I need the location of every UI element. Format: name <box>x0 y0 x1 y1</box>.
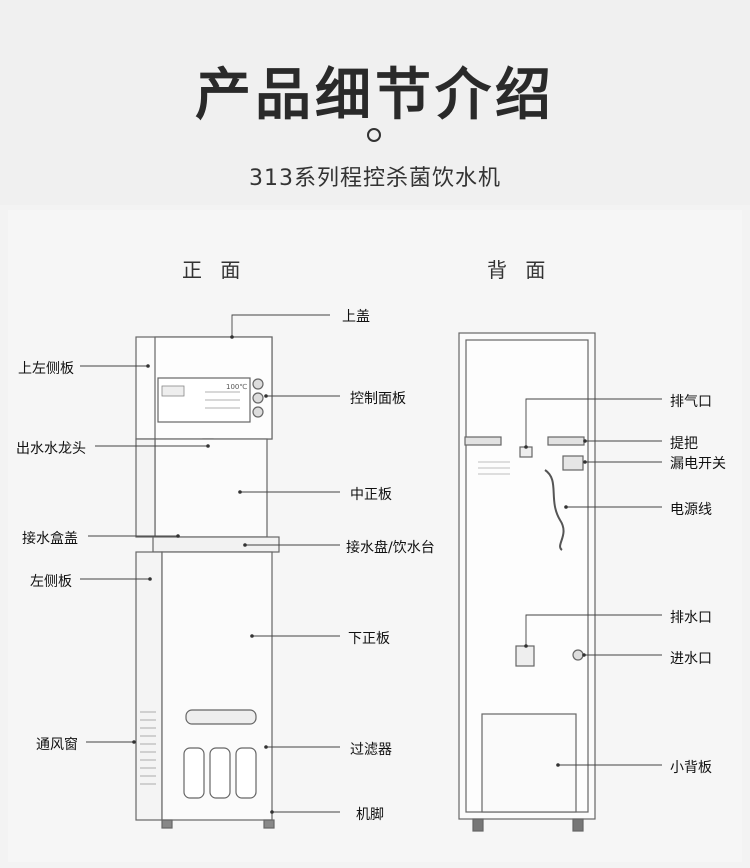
label-inlet: 进水口 <box>670 651 712 667</box>
label-drain: 排水口 <box>670 610 712 626</box>
label-exhaust: 排气口 <box>670 394 712 410</box>
control-knob-3 <box>252 406 264 418</box>
label-left-side: 左侧板 <box>30 574 72 590</box>
display-temperature: 100℃ <box>226 383 247 391</box>
label-lower-front: 下正板 <box>348 631 390 647</box>
brand-logo <box>161 385 185 397</box>
back-leader-lines <box>525 398 662 766</box>
label-vent: 通风窗 <box>36 737 78 753</box>
front-leader-dots <box>132 335 274 814</box>
label-leakage-switch: 漏电开关 <box>670 456 726 472</box>
back-leader-dots <box>524 439 587 767</box>
label-feet: 机脚 <box>356 807 384 823</box>
drip-tray-shape <box>152 536 280 553</box>
label-top-cover: 上盖 <box>342 309 370 325</box>
filter-cartridge-top <box>185 709 257 725</box>
front-left-side-shape <box>135 551 163 821</box>
handle-right <box>547 436 585 446</box>
title-dot-ornament <box>367 128 381 142</box>
label-power-cord: 电源线 <box>670 502 712 518</box>
back-view-title: 背 面 <box>487 258 552 282</box>
power-cord-shape <box>544 469 565 551</box>
back-machine <box>458 332 596 832</box>
label-tray-cover: 接水盒盖 <box>22 531 78 547</box>
header-band <box>0 0 750 205</box>
leakage-switch-shape <box>562 455 584 471</box>
page-subtitle: 313系列程控杀菌饮水机 <box>249 166 501 191</box>
inlet-shape <box>572 649 584 661</box>
front-foot-right <box>263 819 275 829</box>
front-machine <box>135 336 280 829</box>
front-view-title: 正 面 <box>182 258 247 282</box>
control-knob-1 <box>252 378 264 390</box>
label-middle-front: 中正板 <box>350 487 392 503</box>
filter-cartridge-3 <box>235 747 257 799</box>
label-control-panel: 控制面板 <box>350 391 406 407</box>
front-leader-lines <box>80 314 340 813</box>
back-foot-left <box>472 818 484 832</box>
filter-cartridge-2 <box>209 747 231 799</box>
front-middle-body <box>154 438 268 538</box>
page-title: 产品细节介绍 <box>195 63 555 128</box>
label-handle: 提把 <box>670 436 698 452</box>
front-foot-left <box>161 819 173 829</box>
filter-cartridge-1 <box>183 747 205 799</box>
small-back-panel-shape <box>481 713 577 813</box>
drain-shape <box>515 645 535 667</box>
control-knob-2 <box>252 392 264 404</box>
label-upper-left-side: 上左侧板 <box>18 361 74 377</box>
label-drip-tray: 接水盘/饮水台 <box>346 540 435 556</box>
label-faucet: 出水水龙头 <box>16 441 86 457</box>
back-foot-right <box>572 818 584 832</box>
label-filter: 过滤器 <box>350 742 392 758</box>
label-small-back-panel: 小背板 <box>670 760 712 776</box>
handle-left <box>464 436 502 446</box>
